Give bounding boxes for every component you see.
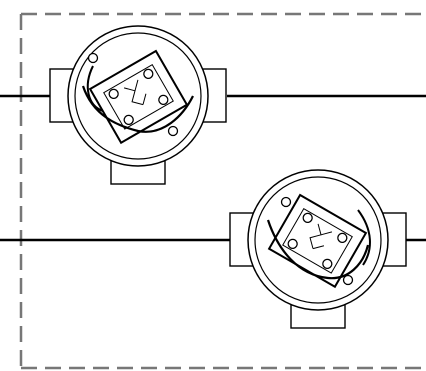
- mounting-screw: [87, 52, 99, 64]
- terminal-screw: [322, 258, 333, 270]
- terminal-screw: [302, 212, 313, 224]
- wire-loop: [266, 219, 370, 280]
- mounting-screw: [280, 196, 292, 208]
- mounting-screw: [342, 274, 354, 286]
- wire-loop: [357, 209, 371, 266]
- mounting-screw: [167, 125, 179, 137]
- terminal-screw: [108, 88, 119, 100]
- junction-box-1: [49, 25, 227, 185]
- terminal-block: [267, 193, 368, 289]
- terminal-screw: [158, 94, 169, 106]
- terminal-screw: [287, 238, 298, 250]
- wire-loop: [86, 65, 104, 112]
- terminal-screw: [123, 114, 134, 126]
- junction-box-2: [229, 169, 407, 329]
- terminal-screw: [337, 232, 348, 244]
- cables: [0, 94, 426, 242]
- dashed-enclosure: [19, 12, 426, 370]
- terminal-screw: [143, 68, 154, 80]
